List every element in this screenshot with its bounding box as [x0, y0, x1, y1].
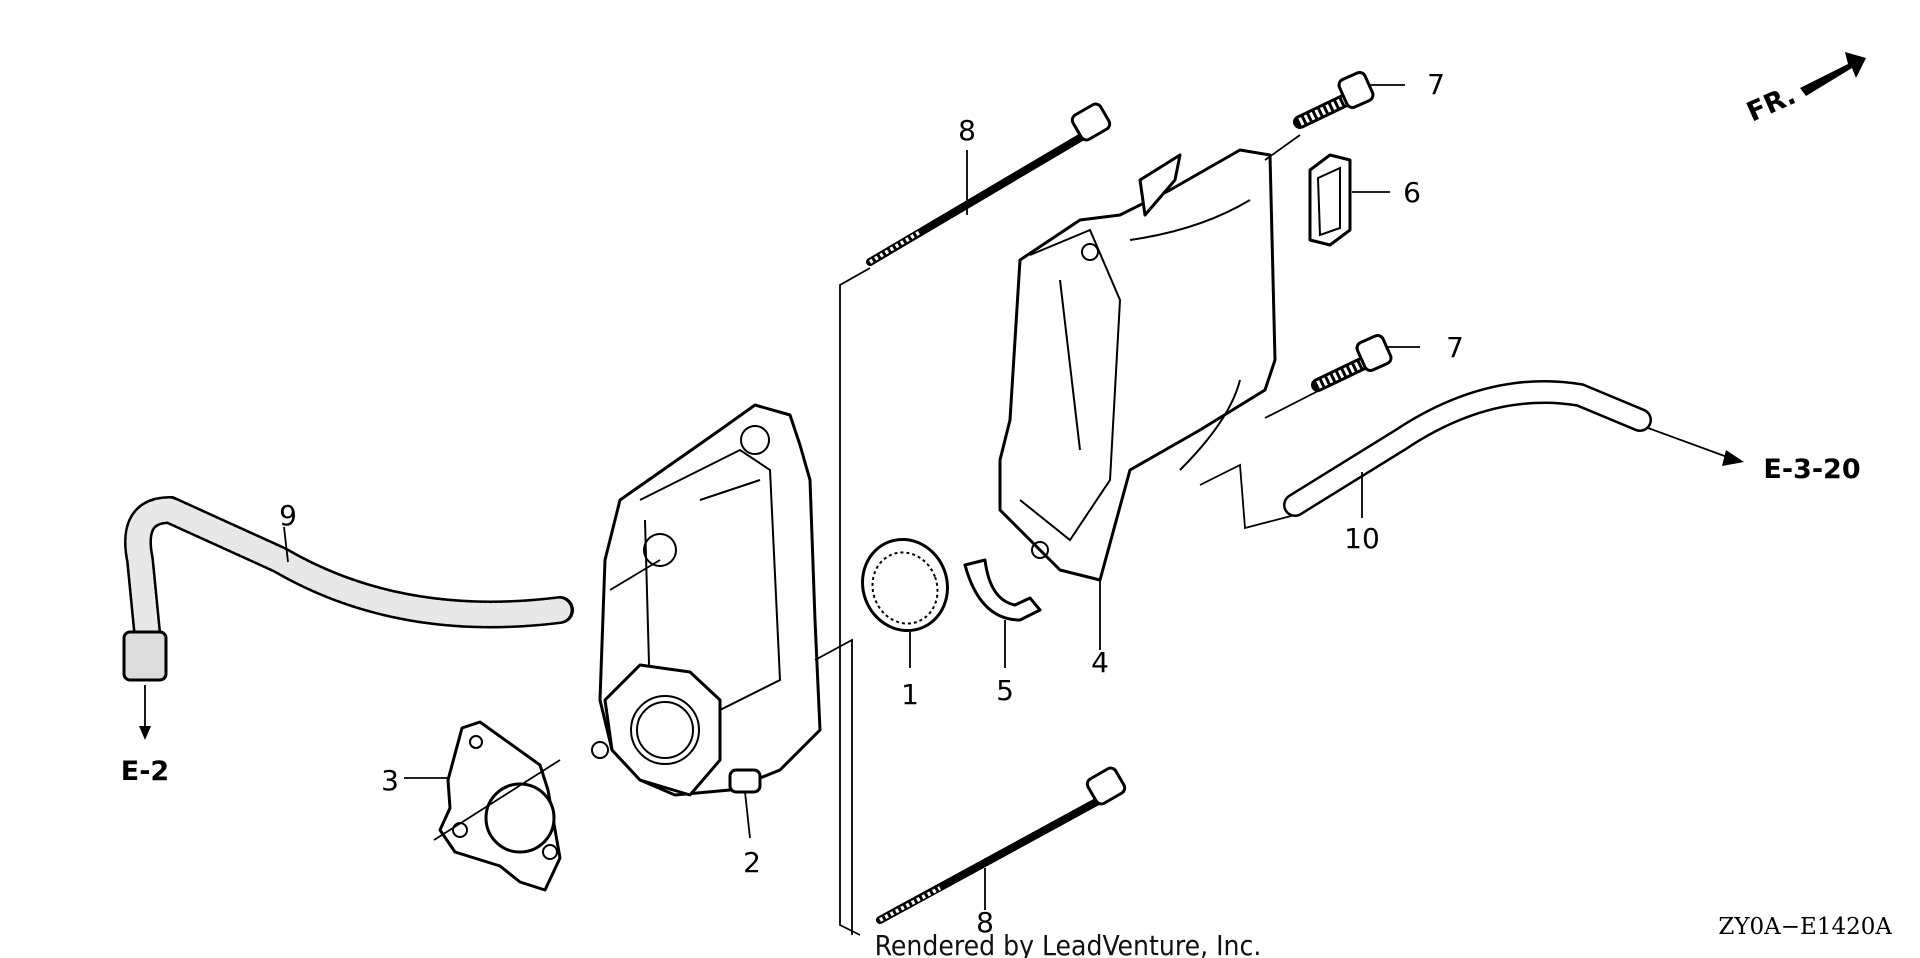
leader-7a-b	[1264, 134, 1301, 161]
leader-9	[283, 526, 289, 563]
leader-7b-b	[1264, 389, 1321, 419]
label-part-4: 4	[1091, 646, 1109, 679]
label-part-5: 5	[996, 674, 1014, 707]
arrow-e320	[1647, 427, 1731, 459]
bolt-lower	[1311, 334, 1393, 392]
leader-8a-b	[839, 267, 871, 936]
label-part-2: 2	[743, 846, 761, 879]
grommet	[1308, 153, 1352, 247]
reference-e320: E-3-20	[1763, 454, 1860, 485]
label-part-1: 1	[901, 678, 919, 711]
label-part-7-lower: 7	[1446, 331, 1464, 364]
render-credit: Rendered by LeadVenture, Inc.	[875, 929, 1262, 958]
leader-9b	[609, 559, 661, 591]
filter-screen	[861, 537, 949, 633]
label-part-8-lower: 8	[976, 906, 994, 939]
leader-3b	[433, 759, 561, 841]
direction-label: FR.	[1742, 80, 1800, 129]
air-cleaner-case	[591, 403, 822, 797]
label-part-8-upper: 8	[958, 114, 976, 147]
tube	[1283, 380, 1652, 517]
leader-10b	[1199, 463, 1296, 530]
breather-hose	[122, 495, 574, 682]
air-cleaner-cover	[998, 148, 1277, 582]
label-part-9: 9	[279, 499, 297, 532]
label-part-10: 10	[1344, 522, 1380, 555]
label-part-6: 6	[1403, 176, 1421, 209]
label-part-3: 3	[381, 764, 399, 797]
label-part-7-upper: 7	[1427, 68, 1445, 101]
leader-2	[744, 791, 751, 839]
clip	[963, 558, 1042, 622]
front-direction-arrow-icon	[1800, 52, 1866, 96]
bolt-upper	[1293, 71, 1375, 129]
gasket	[438, 720, 562, 892]
drawing-code: ZY0A−E1420A	[1718, 914, 1892, 940]
long-bolt-upper	[866, 102, 1112, 266]
reference-e2: E-2	[121, 756, 169, 787]
long-bolt-lower	[876, 766, 1127, 924]
leader-8-ref	[814, 638, 853, 935]
